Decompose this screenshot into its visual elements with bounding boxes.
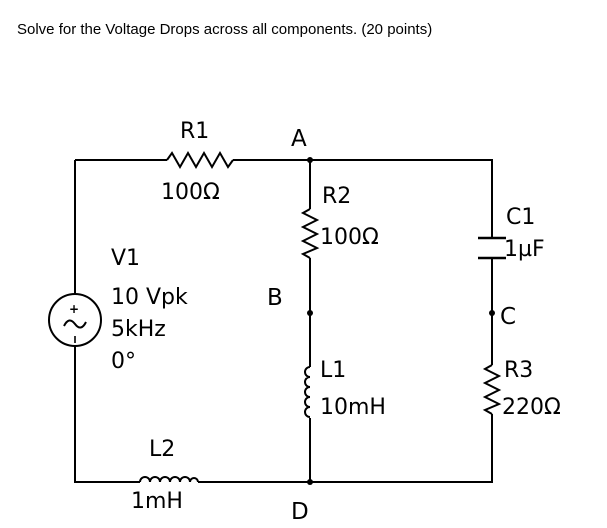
node-d-label: D bbox=[291, 499, 309, 525]
c1-capacitor-symbol bbox=[478, 236, 506, 260]
node-a-junction bbox=[307, 157, 313, 163]
node-d-junction bbox=[307, 479, 313, 485]
r1-name-label: R1 bbox=[180, 119, 209, 144]
problem-statement: Solve for the Voltage Drops across all c… bbox=[17, 21, 433, 38]
l1-inductor-symbol bbox=[304, 366, 311, 418]
r2-value-label: 100Ω bbox=[320, 225, 379, 250]
r1-value-label: 100Ω bbox=[161, 180, 220, 205]
l1-name-label: L1 bbox=[320, 358, 346, 383]
node-a-label: A bbox=[291, 126, 307, 152]
junction-dots bbox=[307, 157, 495, 485]
node-c-label: C bbox=[500, 304, 516, 330]
l1-value-label: 10mH bbox=[320, 395, 386, 420]
r3-value-label: 220Ω bbox=[502, 395, 561, 420]
source-amplitude-label: 10 Vpk bbox=[111, 285, 188, 310]
l2-value-label: 1mH bbox=[131, 489, 183, 514]
r2-name-label: R2 bbox=[322, 184, 351, 209]
source-plus-sign: + bbox=[69, 302, 79, 316]
ac-source-symbol: + bbox=[48, 293, 102, 347]
r1-resistor-symbol bbox=[166, 150, 234, 170]
c1-value-label: 1µF bbox=[504, 237, 545, 262]
source-frequency-label: 5kHz bbox=[111, 317, 166, 342]
node-b-junction bbox=[307, 310, 313, 316]
r3-resistor-symbol bbox=[482, 364, 502, 415]
l2-inductor-symbol bbox=[139, 476, 199, 483]
node-b-label: B bbox=[267, 285, 283, 311]
source-name-label: V1 bbox=[111, 246, 140, 271]
r3-name-label: R3 bbox=[504, 358, 533, 383]
source-phase-label: 0° bbox=[111, 349, 136, 374]
r2-resistor-symbol bbox=[300, 208, 320, 259]
l2-name-label: L2 bbox=[149, 437, 175, 462]
node-c-junction bbox=[489, 310, 495, 316]
c1-name-label: C1 bbox=[506, 205, 535, 230]
